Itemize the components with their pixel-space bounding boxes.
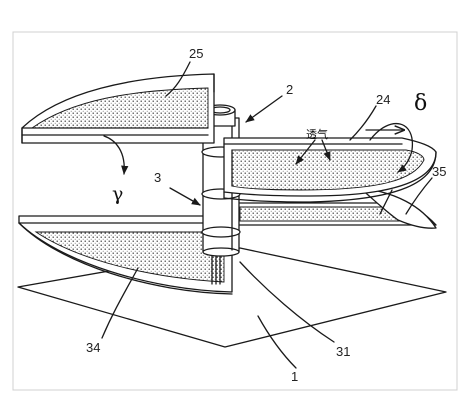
leader-34 [101,267,139,339]
label-35: 35 [432,164,446,179]
gamma-arrow [103,135,129,175]
label-gamma: γ [112,183,123,205]
label-delta: δ [414,91,427,116]
label-31: 31 [336,344,350,359]
figure-frame [12,31,458,391]
label-25: 25 [189,46,203,61]
vent-arrow-2 [321,139,331,161]
vent-arrow-1 [295,139,316,165]
pipe-arrow [245,95,283,123]
leader-25 [165,61,191,97]
label-3: 3 [154,170,161,185]
leader-1 [257,315,297,369]
leader-24 [349,105,377,141]
leader-31 [239,261,335,343]
label-1: 1 [291,369,298,384]
column-arrow [169,187,201,206]
flow-arrows [103,95,413,206]
leader-35 [405,177,433,215]
label-34: 34 [86,340,100,355]
tray-upper-left [21,73,215,144]
label-2: 2 [286,82,293,97]
leader-lines [101,61,433,369]
label-24: 24 [376,92,390,107]
delta-arrow [369,122,413,173]
tray-lower-right [237,187,437,229]
tray-upper-right [223,137,437,203]
label-vent: 透气 [306,127,328,141]
